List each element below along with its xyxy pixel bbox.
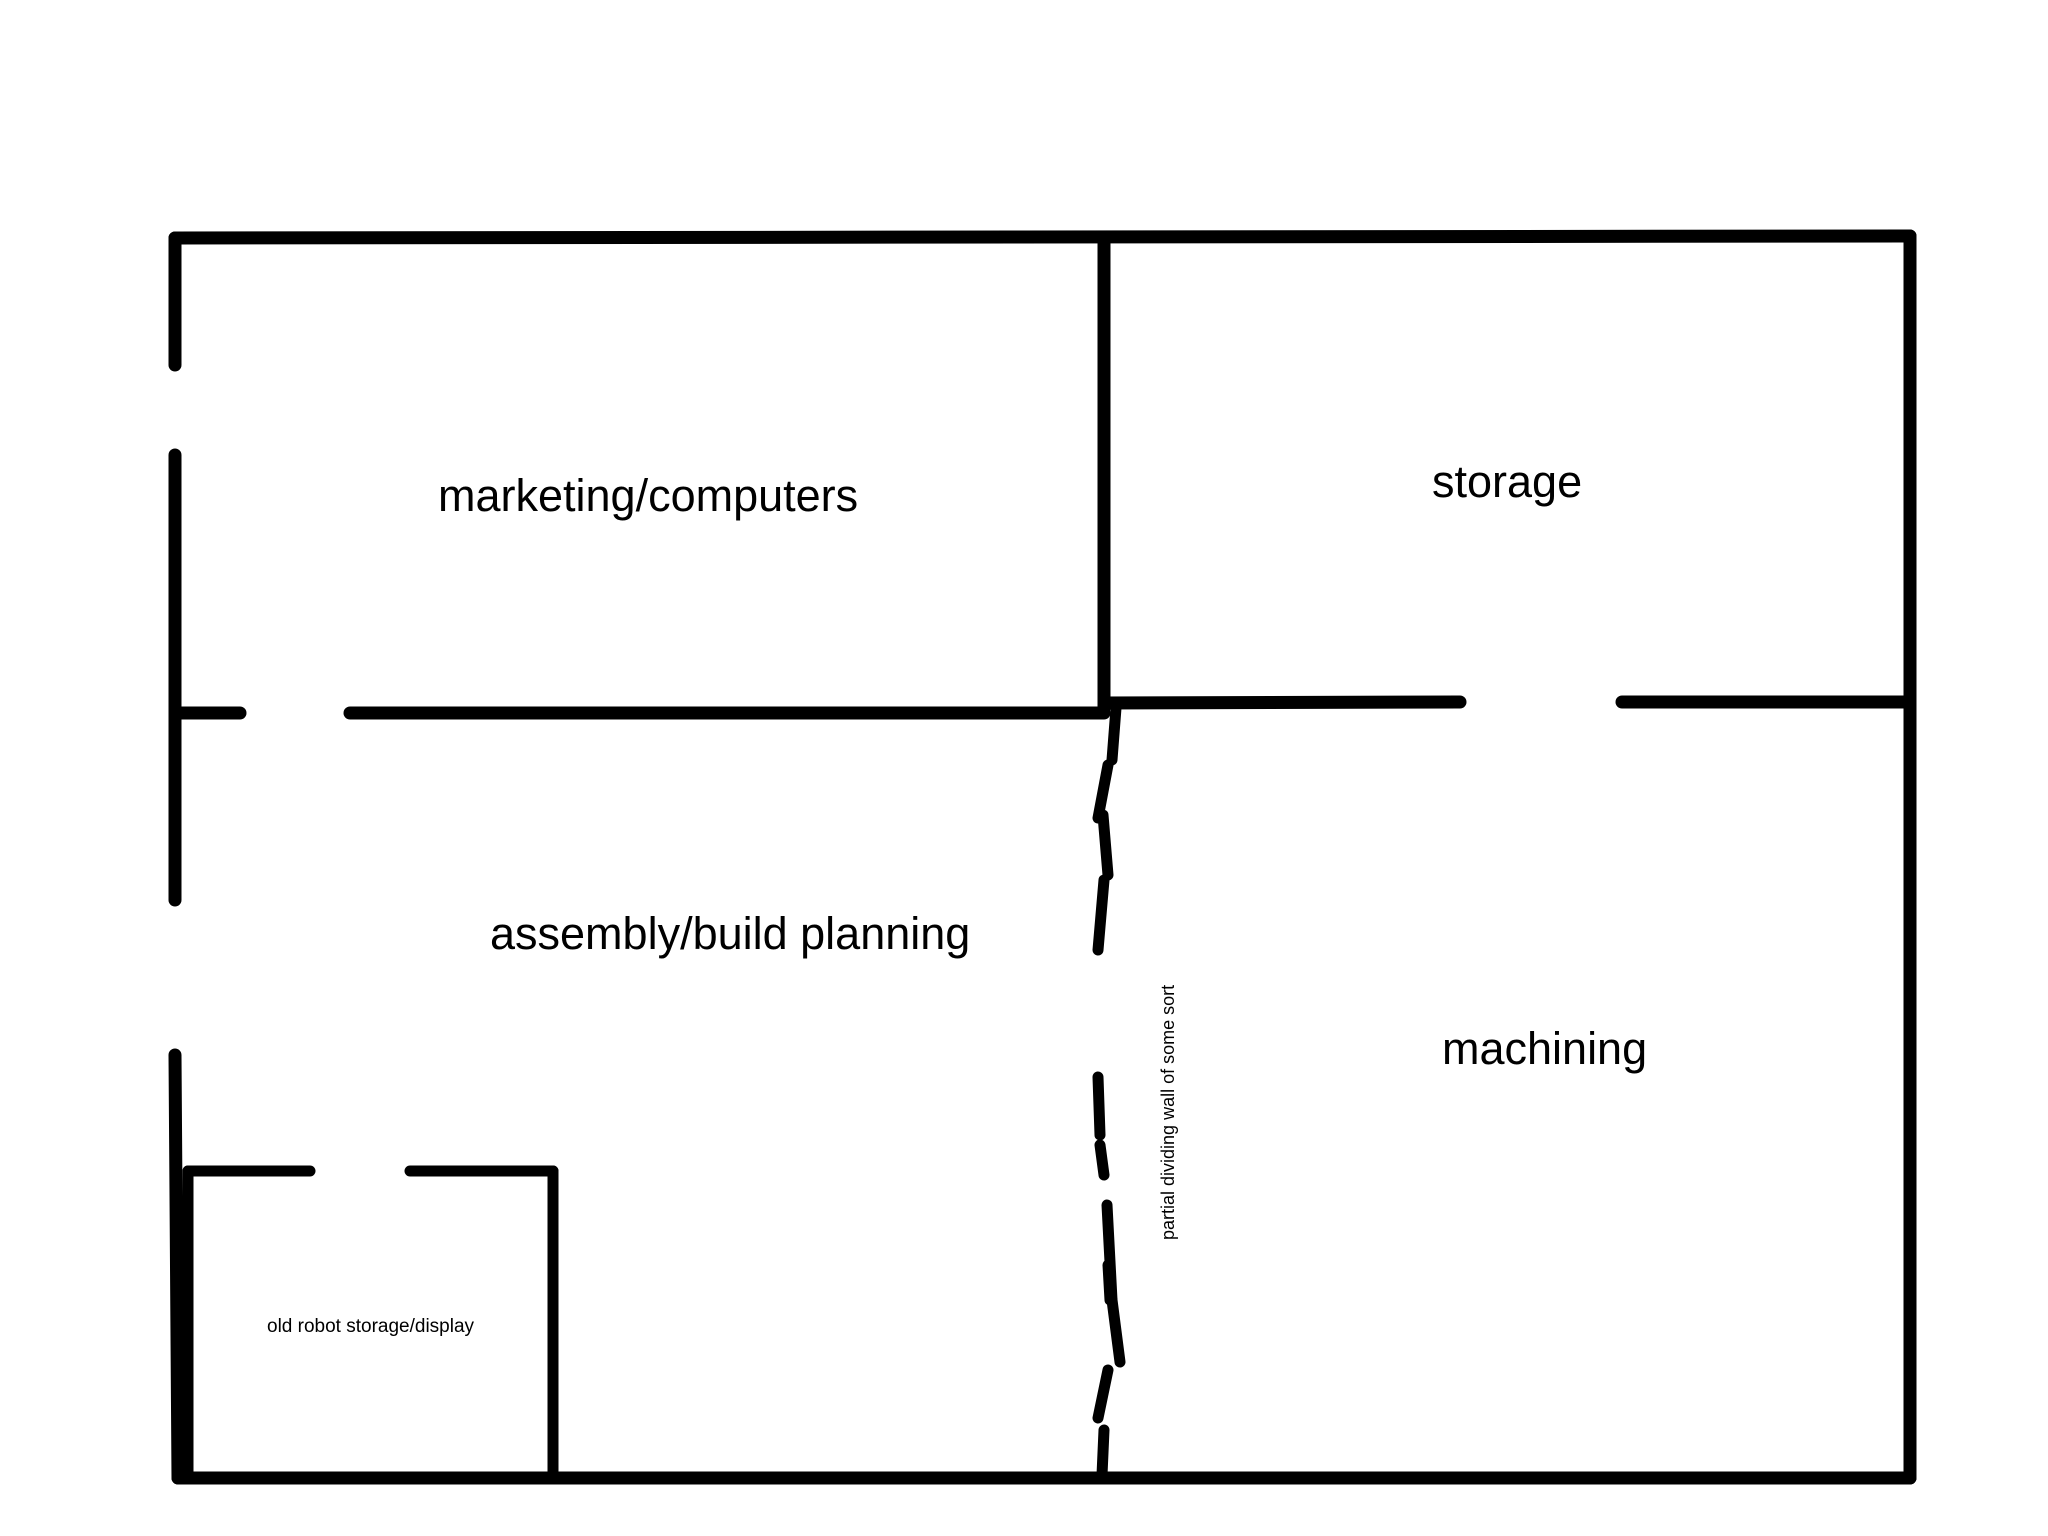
partial-wall-segment-1 bbox=[1106, 702, 1122, 766]
room-label-assembly: assembly/build planning bbox=[490, 908, 971, 959]
partial-wall-segment-6 bbox=[1094, 1139, 1110, 1181]
room-label-old-robot: old robot storage/display bbox=[267, 1316, 475, 1337]
room-label-storage: storage bbox=[1432, 456, 1583, 507]
partial-wall-segment-11 bbox=[1096, 1424, 1110, 1481]
partial-wall-segment-5 bbox=[1092, 1071, 1106, 1141]
partial-wall-segment-9 bbox=[1106, 1294, 1126, 1368]
room-label-machining: machining bbox=[1442, 1023, 1648, 1074]
room-label-marketing: marketing/computers bbox=[438, 470, 859, 521]
partial-wall-segment-10 bbox=[1092, 1364, 1114, 1424]
partial-wall-segment-2 bbox=[1092, 759, 1114, 824]
outer-wall-left-lower bbox=[168, 1048, 185, 1485]
partial-wall-segment-8 bbox=[1102, 1259, 1116, 1306]
partial-wall-segment-4 bbox=[1092, 874, 1110, 956]
partial-wall-label: partial dividing wall of some sort bbox=[1158, 984, 1178, 1240]
outer-wall-top bbox=[168, 229, 1917, 245]
wall-storage-machining-left bbox=[1097, 695, 1467, 710]
partial-wall-segment-3 bbox=[1097, 809, 1114, 881]
